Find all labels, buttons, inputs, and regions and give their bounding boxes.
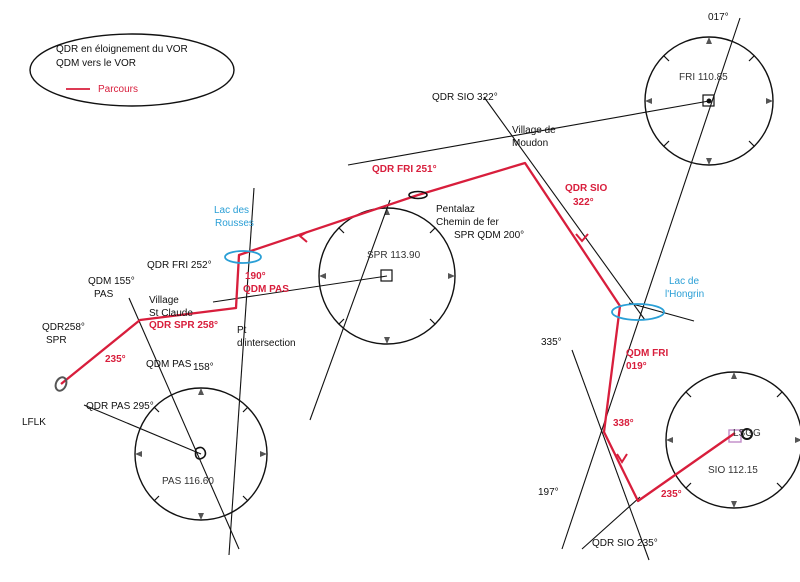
legend-line-2: QDM vers le VOR bbox=[56, 58, 136, 69]
label-qdr-pas-295: QDR PAS 295° bbox=[86, 401, 154, 412]
label-qdr-sio-leg-1: QDR SIO bbox=[565, 183, 607, 194]
airport-label-lsgg: LSGG bbox=[733, 428, 761, 439]
label-pentalaz-3: SPR QDM 200° bbox=[454, 230, 524, 241]
lake-hongrin-line-2: l'Hongrin bbox=[665, 289, 704, 300]
label-village-st-claude-1: Village bbox=[149, 295, 179, 306]
lac-de-hongrin-marker bbox=[611, 303, 665, 321]
vor-label-sio: SIO 112.15 bbox=[708, 465, 758, 476]
airport-label-lflk: LFLK bbox=[22, 417, 46, 428]
label-qdm-fri-2: 019° bbox=[626, 361, 647, 372]
label-qdr-258-2: SPR bbox=[46, 335, 67, 346]
label-335: 335° bbox=[541, 337, 562, 348]
vor-rose-pas bbox=[134, 387, 268, 521]
label-338: 338° bbox=[613, 418, 634, 429]
label-village-st-claude-2: St Claude bbox=[149, 308, 193, 319]
route-arrows bbox=[298, 231, 628, 464]
label-qdr-sio-235: QDR SIO 235° bbox=[592, 538, 658, 549]
label-qdm-fri-1: QDM FRI bbox=[626, 348, 668, 359]
label-qdr-fri-251: QDR FRI 251° bbox=[372, 164, 437, 175]
lflk-marker bbox=[54, 376, 68, 392]
route-path bbox=[60, 161, 736, 503]
legend-ellipse bbox=[29, 33, 235, 107]
lake-hongrin-line-1: Lac de bbox=[669, 276, 699, 287]
label-qdm-pas-158-a: QDM PAS bbox=[146, 359, 192, 370]
label-pentalaz-1: Pentalaz bbox=[436, 204, 475, 215]
vor-label-spr: SPR 113.90 bbox=[367, 250, 421, 261]
label-pt-intersection-2: d'intersection bbox=[237, 338, 296, 349]
lac-des-rousses-marker bbox=[224, 250, 262, 264]
label-village-moudon-2: Moudon bbox=[512, 138, 548, 149]
label-qdm-155-2: PAS bbox=[94, 289, 114, 300]
label-197: 197° bbox=[538, 487, 559, 498]
label-pt-intersection-1: Pt bbox=[237, 325, 247, 336]
legend-route-label: Parcours bbox=[98, 84, 138, 95]
label-fri-017: 017° bbox=[708, 12, 729, 23]
label-qdr-fri-252: QDR FRI 252° bbox=[147, 260, 212, 271]
label-qdm-pas-158-b: 158° bbox=[193, 362, 214, 373]
vor-rose-sio bbox=[665, 371, 800, 509]
lake-rousses-line-2: Rousses bbox=[215, 218, 254, 229]
vor-label-fri: FRI 110.85 bbox=[679, 72, 728, 83]
radials bbox=[83, 17, 741, 561]
label-village-moudon-1: Village de bbox=[512, 125, 556, 136]
legend-line-1: QDR en éloignement du VOR bbox=[56, 44, 188, 55]
label-qdr-sio-leg-2: 322° bbox=[573, 197, 594, 208]
vor-rose-fri bbox=[644, 36, 774, 166]
lake-rousses-line-1: Lac des bbox=[214, 205, 249, 216]
label-235-right: 235° bbox=[661, 489, 682, 500]
label-qdr-258-1: QDR258° bbox=[42, 322, 85, 333]
pentalaz-marker bbox=[408, 190, 428, 200]
label-pentalaz-2: Chemin de fer bbox=[436, 217, 499, 228]
label-235-left: 235° bbox=[105, 354, 126, 365]
label-qdm-155-1: QDM 155° bbox=[88, 276, 135, 287]
label-190: 190° bbox=[245, 271, 266, 282]
vor-label-pas: PAS 116.60 bbox=[162, 476, 214, 487]
label-qdm-pas-leg: QDM PAS bbox=[243, 284, 289, 295]
label-qdr-spr-258: QDR SPR 258° bbox=[149, 320, 218, 331]
label-qdr-sio-322: QDR SIO 322° bbox=[432, 92, 498, 103]
